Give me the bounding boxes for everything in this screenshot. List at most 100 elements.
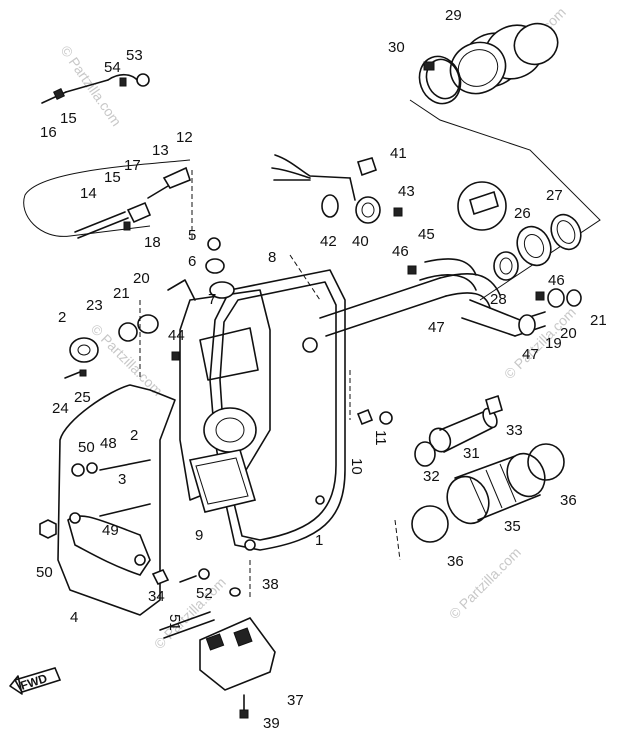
part-label-53: 48 (100, 435, 117, 452)
part-23 (69, 337, 99, 363)
part-20-left (137, 314, 159, 334)
part-label-58: 52 (196, 585, 213, 602)
part-6 (205, 258, 225, 274)
part-label-11: 11 (372, 430, 389, 446)
part-number-labels: 1223456789101112131415151617181920202121… (36, 7, 607, 732)
part-label-60: 54 (104, 59, 121, 76)
part-label-10: 10 (348, 458, 365, 475)
part-21-left (118, 322, 138, 342)
part-label-39: 36 (447, 553, 464, 570)
part-23-inner (77, 344, 91, 356)
bolt-3 (99, 503, 151, 517)
part-label-25: 23 (86, 297, 103, 314)
part-10 (356, 408, 374, 426)
part-label-19: 18 (144, 234, 161, 251)
wire-harness-41 (271, 154, 378, 201)
part-label-51: 47 (428, 319, 445, 336)
part-label-1: 2 (130, 427, 138, 444)
fwd-arrow: FWD (9, 667, 62, 695)
part-label-36: 34 (148, 588, 165, 605)
watermark: © Partzilla.com (501, 304, 579, 382)
part-25 (79, 369, 87, 377)
screw-39-head (239, 709, 249, 719)
part-label-24: 21 (590, 312, 607, 329)
part-label-42: 39 (263, 715, 280, 732)
strap-49 (67, 515, 151, 576)
part-label-56: 50 (36, 564, 53, 581)
part-label-44: 41 (390, 145, 407, 162)
bellow-35 (446, 452, 546, 525)
part-label-5: 5 (188, 227, 196, 244)
part-label-8: 8 (268, 249, 276, 266)
part-40-inner (361, 202, 375, 218)
part-label-28: 26 (514, 205, 531, 222)
part-52 (198, 568, 210, 580)
gasket-4 (57, 384, 176, 616)
clamp-32 (414, 441, 436, 467)
part-label-15: 15 (104, 169, 121, 186)
part-46-right (535, 291, 545, 301)
part-label-57: 51 (166, 614, 183, 631)
part-5 (207, 237, 221, 251)
part-label-22: 20 (560, 325, 577, 342)
part-label-23: 21 (113, 285, 130, 302)
part-7 (209, 281, 235, 299)
part-label-9: 9 (195, 527, 203, 544)
part-label-46: 43 (398, 183, 415, 200)
clamp-36-upper (527, 443, 565, 481)
box-9 (188, 449, 257, 513)
part-label-29: 27 (546, 187, 563, 204)
part-label-40: 37 (287, 692, 304, 709)
washer-50 (71, 463, 85, 477)
ring-27 (550, 213, 582, 251)
inset-circle (457, 181, 507, 231)
part-43 (393, 207, 403, 217)
part-label-43: 40 (352, 233, 369, 250)
clip-7 (167, 279, 196, 301)
part-label-20: 19 (545, 335, 562, 352)
part-label-17: 16 (40, 124, 57, 141)
part-38 (229, 587, 241, 597)
part-label-47: 44 (168, 327, 185, 344)
bolt-51 (179, 575, 197, 583)
part-label-7: 7 (208, 291, 216, 308)
part-label-31: 29 (445, 7, 462, 24)
clip-inset (469, 190, 499, 216)
part-label-35: 33 (506, 422, 523, 439)
part-label-4: 4 (70, 609, 78, 626)
part-44 (171, 351, 180, 361)
part-label-16: 15 (60, 110, 77, 127)
ring-26 (516, 225, 552, 267)
part-label-38: 36 (560, 492, 577, 509)
part-label-0: 1 (315, 532, 323, 549)
strap-49-hole (69, 512, 81, 524)
bellow-29 (449, 22, 559, 95)
clamp-36-lower (411, 505, 449, 543)
part-33 (485, 394, 503, 416)
nut-50-lower (39, 519, 57, 539)
part-40 (355, 196, 381, 224)
washer-48 (86, 462, 98, 474)
ring-28 (493, 251, 519, 281)
part-label-52: 47 (522, 346, 539, 363)
exhaust-pipe-47 (319, 258, 546, 337)
hose-14 (23, 159, 191, 239)
part-34 (151, 568, 170, 586)
part-20-right (547, 288, 565, 308)
part-label-41: 38 (262, 576, 279, 593)
part-label-37: 35 (504, 518, 521, 535)
part-label-3: 3 (118, 471, 126, 488)
part-label-33: 31 (463, 445, 480, 462)
fwd-label: FWD (19, 671, 50, 693)
bolt-2 (99, 459, 151, 471)
part-label-26: 24 (52, 400, 69, 417)
part-label-32: 30 (388, 39, 405, 56)
part-label-55: 50 (78, 439, 95, 456)
part-label-12: 12 (176, 129, 193, 146)
part-label-48: 45 (418, 226, 435, 243)
leader-lines (139, 170, 401, 600)
part-label-59: 53 (126, 47, 143, 64)
part-label-54: 49 (102, 522, 119, 539)
part-label-2: 2 (58, 309, 66, 326)
